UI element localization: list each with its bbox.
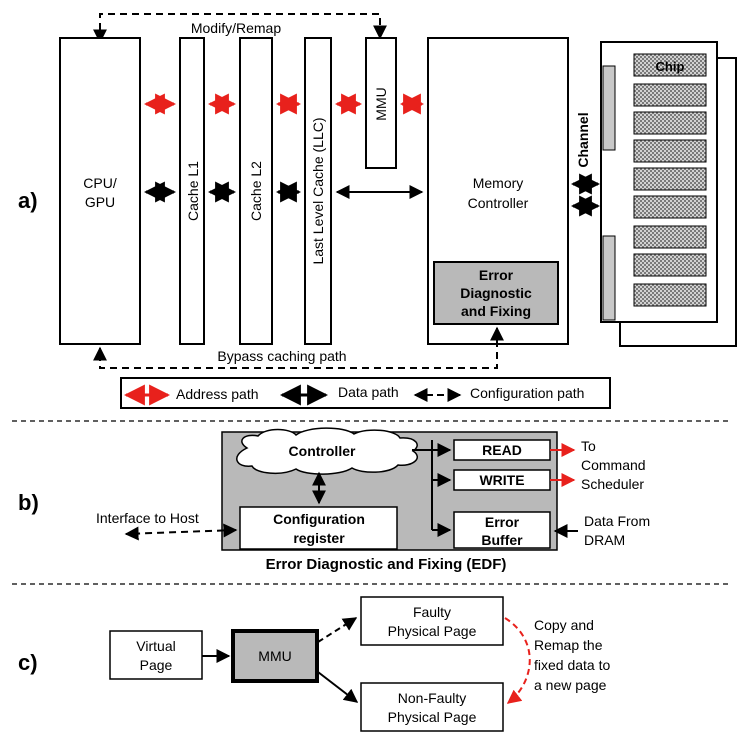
- memory-controller-label-1: Memory: [473, 175, 524, 191]
- faulty-page-label-1: Faulty: [413, 604, 451, 620]
- dram-chip: [633, 253, 707, 277]
- section-label-b: b): [18, 490, 39, 515]
- dram-chip: [633, 111, 707, 135]
- virtual-page-box: [109, 630, 203, 680]
- dram-chip: [633, 283, 707, 307]
- edf-label-3: and Fixing: [461, 303, 531, 319]
- cpu-gpu-block: [59, 37, 141, 345]
- copy-remap-label-4: a new page: [534, 677, 607, 693]
- copy-remap-label-3: fixed data to: [534, 657, 610, 673]
- mmu-to-nonfaulty-arrow: [317, 671, 359, 703]
- data-from-dram-label-2: DRAM: [584, 532, 625, 548]
- read-label: READ: [482, 442, 522, 458]
- controller-label: Controller: [289, 443, 356, 459]
- dram-connector-top: [602, 65, 616, 151]
- copy-remap-arrow: [504, 617, 531, 704]
- config-register-box: [239, 506, 398, 550]
- cache-l2-label: Cache L2: [248, 161, 264, 221]
- dram-chip: [633, 53, 707, 77]
- dram-connector-bottom: [602, 235, 616, 321]
- modify-remap-label: Modify/Remap: [191, 20, 281, 36]
- faulty-page-label-2: Physical Page: [388, 623, 477, 639]
- section-label-c: c): [18, 650, 38, 675]
- cpu-label-2: GPU: [85, 194, 115, 210]
- bypass-caching-path: [93, 326, 504, 369]
- edf-block: [433, 261, 559, 325]
- cpu-label-1: CPU/: [83, 175, 117, 191]
- to-scheduler-label-1: To: [581, 438, 596, 454]
- mmu-to-faulty-arrow: [317, 617, 358, 643]
- edf-label-1: Error: [479, 267, 514, 283]
- dram-chip: [633, 167, 707, 191]
- data-from-dram-label-1: Data From: [584, 513, 650, 529]
- legend-address-label: Address path: [176, 386, 259, 402]
- nonfaulty-page-label-1: Non-Faulty: [398, 690, 466, 706]
- virtual-page-label-1: Virtual: [136, 638, 175, 654]
- write-label: WRITE: [479, 472, 524, 488]
- config-register-label-1: Configuration: [273, 511, 365, 527]
- edf-caption: Error Diagnostic and Fixing (EDF): [266, 556, 507, 573]
- cache-l1-label: Cache L1: [185, 161, 201, 221]
- dram-chip: [633, 83, 707, 107]
- memory-controller-label-2: Controller: [468, 195, 529, 211]
- error-buffer-label-2: Buffer: [481, 532, 523, 548]
- section-label-a: a): [18, 188, 38, 213]
- bypass-label: Bypass caching path: [217, 348, 346, 364]
- to-scheduler-label-3: Scheduler: [581, 476, 644, 492]
- mmu-c-box: [231, 629, 319, 683]
- dram-chips: [633, 53, 707, 307]
- dram-chip: [633, 139, 707, 163]
- legend-box: [120, 377, 611, 409]
- interface-host-label: Interface to Host: [96, 510, 199, 526]
- copy-remap-label-2: Remap the: [534, 637, 603, 653]
- legend-data-label: Data path: [338, 384, 399, 400]
- dram-chip: [633, 195, 707, 219]
- edf-label-2: Diagnostic: [460, 285, 532, 301]
- legend-config-label: Configuration path: [470, 385, 584, 401]
- to-scheduler-label-2: Command: [581, 457, 646, 473]
- copy-remap-label-1: Copy and: [534, 617, 594, 633]
- nonfaulty-page-box: [360, 682, 504, 732]
- error-buffer-label-1: Error: [485, 514, 520, 530]
- mmu-block: [365, 37, 397, 169]
- faulty-page-box: [360, 596, 504, 646]
- dram-chip: [633, 225, 707, 249]
- modify-remap-path: [93, 13, 387, 44]
- channel-label: Channel: [575, 112, 591, 167]
- mmu-c-label: MMU: [258, 648, 291, 664]
- llc-label: Last Level Cache (LLC): [310, 117, 326, 264]
- chip-label: Chip: [656, 59, 685, 74]
- error-buffer-box: [453, 511, 551, 549]
- interface-host-arrow: [124, 523, 238, 541]
- mmu-label: MMU: [373, 87, 389, 120]
- config-register-label-2: register: [293, 530, 345, 546]
- nonfaulty-page-label-2: Physical Page: [388, 709, 477, 725]
- cache-l2-block: [239, 37, 273, 345]
- virtual-page-label-2: Page: [140, 657, 173, 673]
- cache-l1-block: [179, 37, 205, 345]
